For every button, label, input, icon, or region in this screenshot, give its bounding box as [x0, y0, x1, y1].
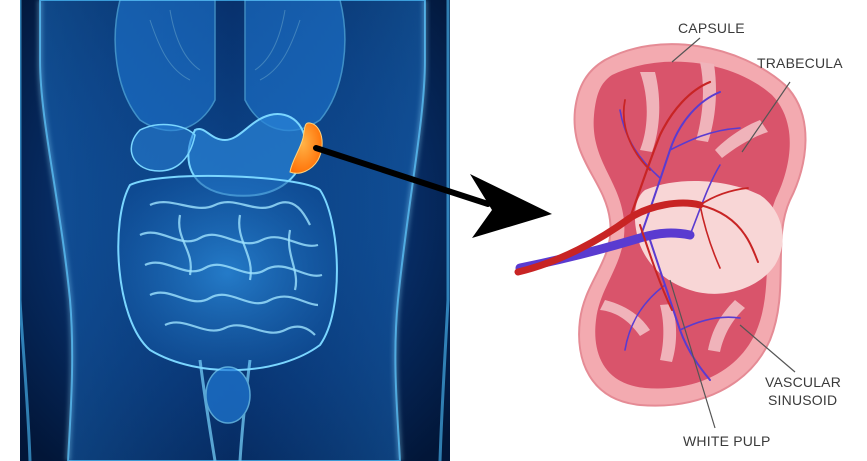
body-illustration [20, 0, 450, 461]
spleen-diagram: CAPSULE TRABECULA VASCULAR SINUSOID WHIT… [518, 20, 843, 449]
label-sinusoid: SINUSOID [768, 392, 837, 408]
intestines [118, 176, 337, 370]
label-trabecula: TRABECULA [757, 55, 843, 71]
label-capsule: CAPSULE [678, 20, 745, 36]
label-white-pulp: WHITE PULP [683, 433, 771, 449]
label-vascular: VASCULAR [765, 374, 841, 390]
